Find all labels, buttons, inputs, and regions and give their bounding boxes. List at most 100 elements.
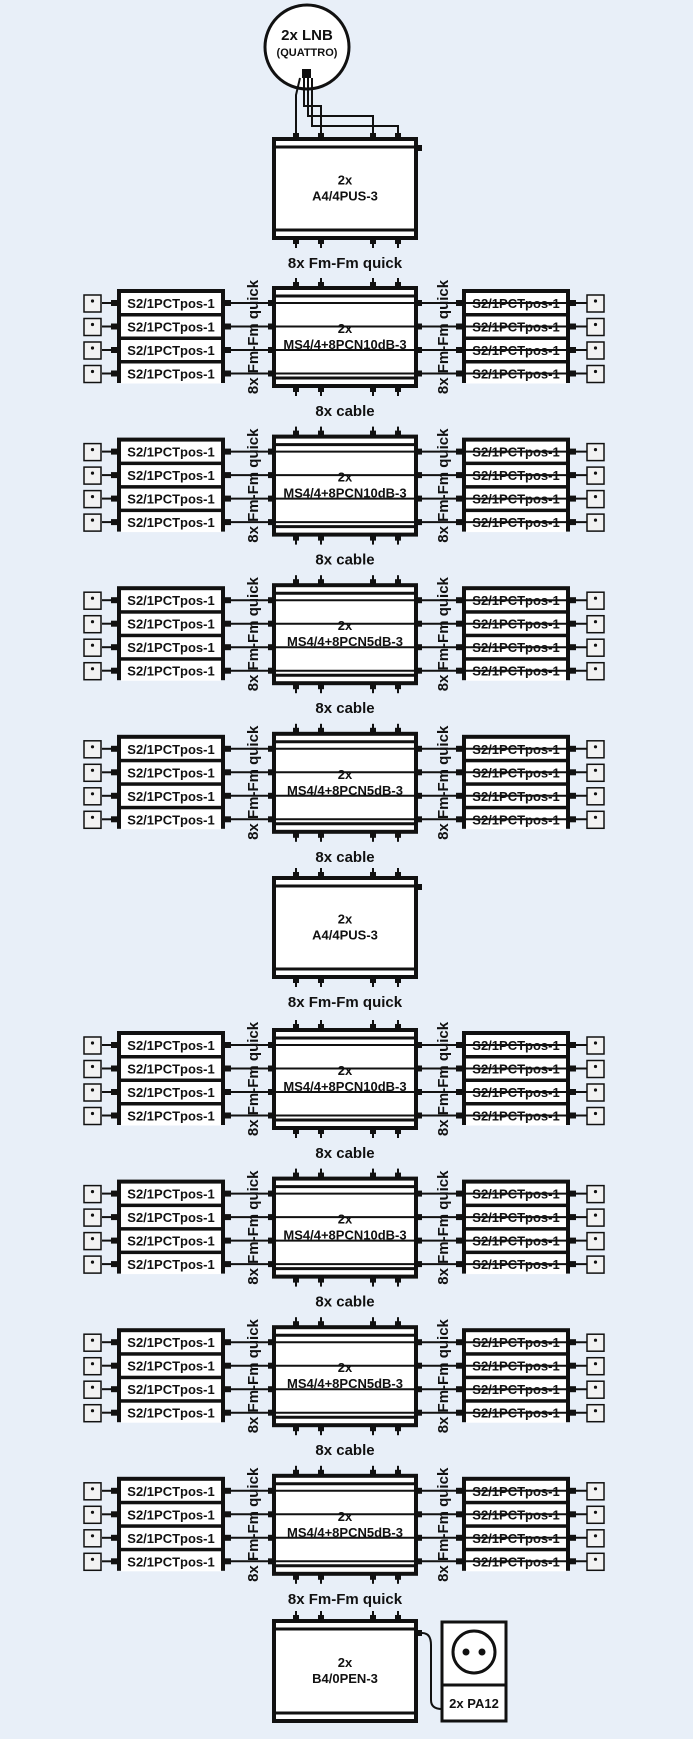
f-connector (370, 977, 376, 983)
f-connector (416, 1511, 422, 1518)
f-connector (570, 1339, 576, 1346)
tap-label: S2/1PCTpos-1 (127, 320, 214, 335)
tap-unit (121, 1355, 221, 1376)
tap-unit (121, 1504, 221, 1525)
f-connector (225, 1214, 231, 1221)
device-model: MS4/4+8PCN5dB-3 (287, 1525, 403, 1540)
device-model: MS4/4+8PCN5dB-3 (287, 1376, 403, 1391)
f-connector (293, 1276, 299, 1283)
f-connector (111, 1214, 117, 1221)
tap-label: S2/1PCTpos-1 (127, 445, 214, 460)
tv-outlet-icon (586, 1356, 605, 1376)
f-connector (268, 1409, 274, 1416)
power-input-connector (416, 884, 422, 890)
side-label-left: 8x Fm-Fm quick (245, 428, 262, 543)
tap-unit (121, 785, 221, 806)
f-connector (370, 1469, 376, 1476)
tv-outlet-icon (83, 1552, 102, 1572)
tap-label: S2/1PCTpos-1 (127, 812, 214, 827)
device-qty: 2x (338, 1509, 353, 1524)
f-connector (570, 792, 576, 799)
tv-outlet-icon (586, 294, 605, 313)
tv-outlet-icon (83, 1059, 102, 1079)
f-connector (111, 1362, 117, 1369)
f-connector (318, 1425, 324, 1432)
tap-label: S2/1PCTpos-1 (127, 343, 214, 358)
f-connector (416, 1558, 422, 1565)
tv-outlet-icon (83, 1403, 102, 1423)
f-connector (456, 1042, 462, 1048)
f-connector (370, 1321, 376, 1328)
f-connector (456, 769, 462, 776)
outlet-pin (593, 1362, 598, 1366)
tap-label: S2/1PCTpos-1 (127, 367, 214, 382)
tv-outlet-icon (83, 442, 102, 462)
outlet-pin (593, 1338, 598, 1342)
tap-unit (121, 340, 221, 360)
tv-outlet-icon (83, 1505, 102, 1525)
side-label-left: 8x Fm-Fm quick (245, 725, 262, 840)
f-connector (570, 495, 576, 502)
f-connector (111, 745, 117, 752)
tap-label: S2/1PCTpos-1 (127, 1531, 214, 1546)
f-connector (268, 1339, 274, 1346)
tap-group-right: S2/1PCTpos-1S2/1PCTpos-1S2/1PCTpos-1S2/1… (274, 1476, 605, 1572)
outlet-pin (593, 1260, 598, 1264)
f-connector (456, 519, 462, 526)
tap-label: S2/1PCTpos-1 (127, 1406, 214, 1421)
power-input-connector (416, 1630, 422, 1636)
tap-label: S2/1PCTpos-1 (127, 1038, 214, 1053)
f-connector (395, 977, 401, 983)
tv-outlet-icon (83, 661, 102, 681)
f-connector (416, 1089, 422, 1095)
tap-unit (121, 1105, 221, 1126)
side-label-right: 8x Fm-Fm quick (435, 1170, 452, 1285)
outlet-pin (90, 1064, 95, 1069)
outlet-pin (593, 1213, 598, 1217)
f-connector (111, 769, 117, 776)
outlet-pin (593, 1487, 598, 1491)
f-connector (225, 1362, 231, 1369)
outlet-pin (90, 643, 95, 647)
outlet-pin (90, 1385, 95, 1389)
f-connector (225, 370, 231, 377)
f-connector (570, 1042, 576, 1048)
outlet-pin (90, 1510, 95, 1514)
side-label-right: 8x Fm-Fm quick (435, 428, 452, 543)
f-connector (416, 519, 422, 526)
f-connector (456, 1362, 462, 1369)
tv-outlet-icon (83, 1356, 102, 1376)
f-connector (570, 816, 576, 823)
tv-outlet-icon (586, 638, 605, 657)
tap-unit (121, 316, 221, 337)
outlet-pin (593, 369, 598, 374)
tv-outlet-icon (83, 489, 102, 509)
lnb: 2x LNB(QUATTRO) (263, 3, 399, 132)
f-connector (225, 1409, 231, 1416)
side-label-left: 8x Fm-Fm quick (245, 1021, 262, 1136)
outlet-pin (593, 620, 598, 624)
f-connector (111, 1089, 117, 1095)
f-connector (416, 1386, 422, 1393)
outlet-pin (593, 1111, 598, 1116)
cable-label: 8x Fm-Fm quick (288, 1591, 403, 1608)
f-connector (225, 745, 231, 752)
tap-group-left: S2/1PCTpos-1S2/1PCTpos-1S2/1PCTpos-1S2/1… (83, 1476, 274, 1572)
f-connector (456, 1112, 462, 1119)
f-connector (111, 1190, 117, 1197)
f-connector (570, 300, 576, 306)
outlet-pin (593, 1385, 598, 1389)
f-connector (456, 1237, 462, 1244)
tap-unit (121, 762, 221, 783)
f-connector (293, 1573, 299, 1580)
f-connector (225, 1339, 231, 1346)
f-connector (111, 644, 117, 651)
outlet-pin (90, 596, 95, 600)
f-connector (456, 495, 462, 502)
outlet-pin (593, 495, 598, 499)
outlet-pin (90, 1409, 95, 1413)
f-connector (395, 1276, 401, 1283)
f-connector (395, 1573, 401, 1580)
outlet-pin (593, 299, 598, 303)
